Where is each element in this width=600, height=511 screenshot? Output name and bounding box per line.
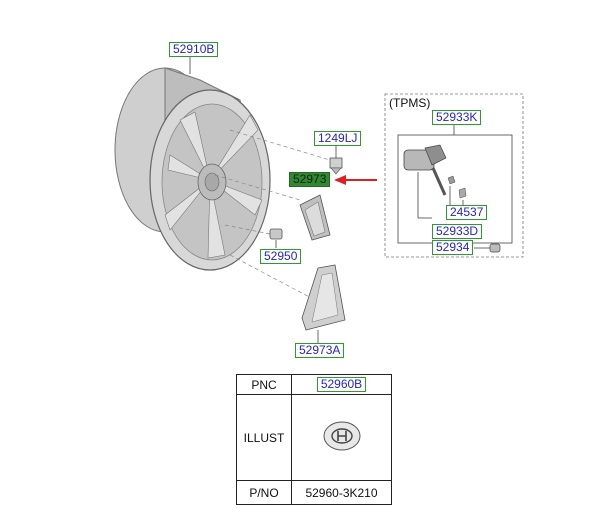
label-wheel[interactable]: 52910B <box>169 42 219 57</box>
table-row: P/NO 52960-3K210 <box>236 480 392 505</box>
illust-label: ILLUST <box>236 394 292 481</box>
label-valve-core[interactable]: 52933D <box>432 224 483 239</box>
pnc-cell: 52960B <box>291 374 392 395</box>
label-weight-alt[interactable]: 52973A <box>295 343 345 358</box>
label-tpms-sensor[interactable]: 52933K <box>432 110 482 125</box>
label-valve-nut[interactable]: 24537 <box>446 205 488 220</box>
illust-cell <box>291 394 392 481</box>
label-nut[interactable]: 1249LJ <box>314 131 362 146</box>
balance-weight-part <box>299 194 331 241</box>
pnc-table: PNC 52960B ILLUST P/NO 52960-3K210 <box>236 374 392 505</box>
dashed-guides <box>214 129 331 301</box>
pno-value: 52960-3K210 <box>291 480 392 505</box>
pnc-value[interactable]: 52960B <box>316 377 367 392</box>
red-arrow-icon <box>334 175 377 185</box>
lug-nut-part <box>329 157 343 175</box>
valve-cap-part <box>269 228 283 240</box>
tpms-title: (TPMS) <box>389 96 431 110</box>
label-weight[interactable]: 52973 <box>289 172 331 187</box>
table-row: PNC 52960B <box>236 374 392 395</box>
table-row: ILLUST <box>236 394 392 481</box>
tpms-valve-cap-part <box>474 243 501 253</box>
label-valve-cap[interactable]: 52950 <box>260 249 302 264</box>
label-tpms-valve-cap[interactable]: 52934 <box>432 240 474 255</box>
hub-cap-icon <box>323 421 360 451</box>
tpms-group-frame <box>384 93 524 258</box>
tpms-leader-lines <box>417 172 464 219</box>
pno-label: P/NO <box>236 480 292 505</box>
tpms-sensor-part <box>403 144 467 199</box>
pnc-label: PNC <box>236 374 292 395</box>
wheel-illustration <box>114 67 271 271</box>
balance-weight-alt-part <box>301 264 346 331</box>
